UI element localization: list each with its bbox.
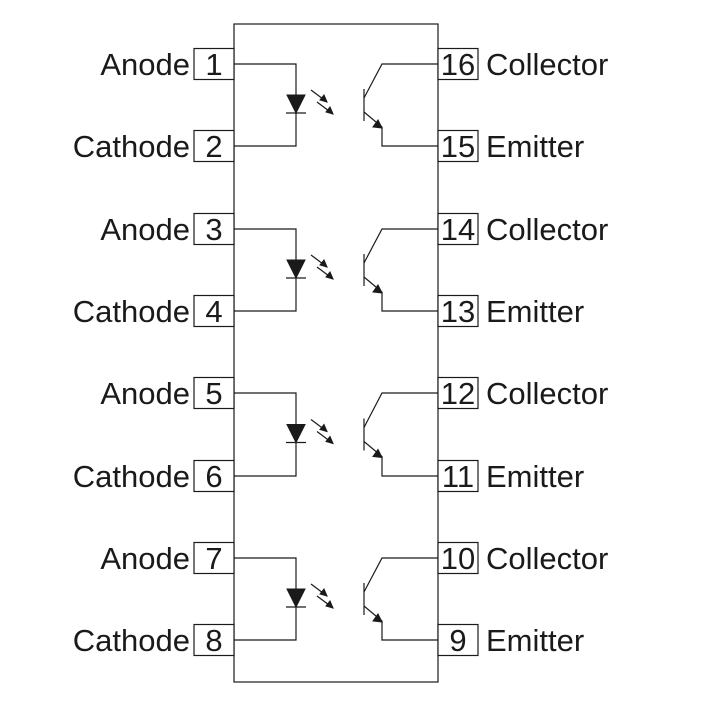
pin-number: 5: [205, 376, 222, 411]
pin-number: 1: [205, 47, 222, 82]
pin-number: 12: [441, 376, 475, 411]
right-pin-11: 11 Emitter: [437, 459, 584, 494]
right-pin-9: 9 Emitter: [437, 623, 584, 658]
pin-label: Cathode: [73, 459, 190, 494]
left-pin-8: 8 Cathode: [73, 623, 235, 658]
pin-number-box: [193, 376, 235, 410]
phototransistor-icon: [363, 228, 438, 312]
pin-number: 7: [205, 541, 222, 576]
right-pin-13: 13 Emitter: [437, 294, 584, 329]
pin-number-box: [437, 212, 479, 246]
pin-number: 16: [441, 47, 475, 82]
left-pin-2: 2 Cathode: [73, 129, 235, 164]
pin-label: Collector: [486, 541, 608, 576]
pin-number: 11: [442, 459, 474, 494]
led-diode-icon: [286, 588, 306, 609]
left-pin-4: 4 Cathode: [73, 294, 235, 329]
pin-number-box: [437, 541, 479, 575]
left-pin-group: 1Anode2Cathode3Anode4Cathode5Anode6Catho…: [73, 47, 235, 658]
pin-number-box: [193, 541, 235, 575]
pin-label: Anode: [100, 47, 190, 82]
pin-number-box: [193, 623, 235, 657]
right-pin-14: 14 Collector: [437, 212, 608, 247]
light-arrows-icon: [310, 89, 334, 115]
pin-label: Anode: [100, 376, 190, 411]
left-pin-5: 5 Anode: [100, 376, 235, 411]
pin-number-box: [193, 459, 235, 493]
phototransistor-icon: [363, 63, 438, 147]
right-pin-10: 10 Collector: [437, 541, 608, 576]
pin-label: Cathode: [73, 623, 190, 658]
pin-number: 10: [441, 541, 475, 576]
pin-number: 9: [449, 623, 466, 658]
pin-label: Cathode: [73, 294, 190, 329]
ic-package-body: [233, 23, 439, 683]
left-pin-7: 7 Anode: [100, 541, 235, 576]
left-pin-6: 6 Cathode: [73, 459, 235, 494]
left-pin-3: 3 Anode: [100, 212, 235, 247]
pin-number: 4: [205, 294, 222, 329]
right-pin-12: 12 Collector: [437, 376, 608, 411]
pin-number: 6: [205, 459, 222, 494]
pin-number: 13: [441, 294, 475, 329]
channel-4: [234, 557, 438, 641]
pin-label: Emitter: [486, 623, 584, 658]
pin-number: 15: [441, 129, 475, 164]
phototransistor-icon: [363, 392, 438, 477]
light-arrows-icon: [310, 254, 334, 280]
pin-label: Anode: [100, 541, 190, 576]
pin-label: Emitter: [486, 129, 584, 164]
right-pin-15: 15 Emitter: [437, 129, 584, 164]
pin-number: 3: [205, 212, 222, 247]
isolator-channels: [234, 63, 438, 641]
channel-3: [234, 392, 438, 477]
pin-number: 14: [441, 212, 475, 247]
channel-2: [234, 228, 438, 312]
pin-number-box: [437, 376, 479, 410]
led-diode-icon: [286, 94, 306, 115]
pin-number-box: [193, 212, 235, 246]
pin-number-box: [437, 459, 479, 493]
pin-label: Collector: [486, 47, 608, 82]
pin-number-box: [437, 294, 479, 328]
light-arrows-icon: [310, 419, 334, 445]
pin-label: Anode: [100, 212, 190, 247]
pin-label: Collector: [486, 212, 608, 247]
light-arrows-icon: [310, 583, 334, 609]
pin-number-box: [193, 47, 235, 81]
right-pin-16: 16 Collector: [437, 47, 608, 82]
pin-label: Emitter: [486, 459, 584, 494]
pin-label: Cathode: [73, 129, 190, 164]
pin-number: 2: [205, 129, 222, 164]
pin-number-box: [193, 129, 235, 163]
left-pin-1: 1 Anode: [100, 47, 235, 82]
led-diode-icon: [286, 259, 306, 280]
pin-label: Emitter: [486, 294, 584, 329]
pin-label: Collector: [486, 376, 608, 411]
phototransistor-icon: [363, 557, 438, 641]
led-diode-icon: [286, 424, 306, 444]
pin-number: 8: [205, 623, 222, 658]
channel-1: [234, 63, 438, 147]
